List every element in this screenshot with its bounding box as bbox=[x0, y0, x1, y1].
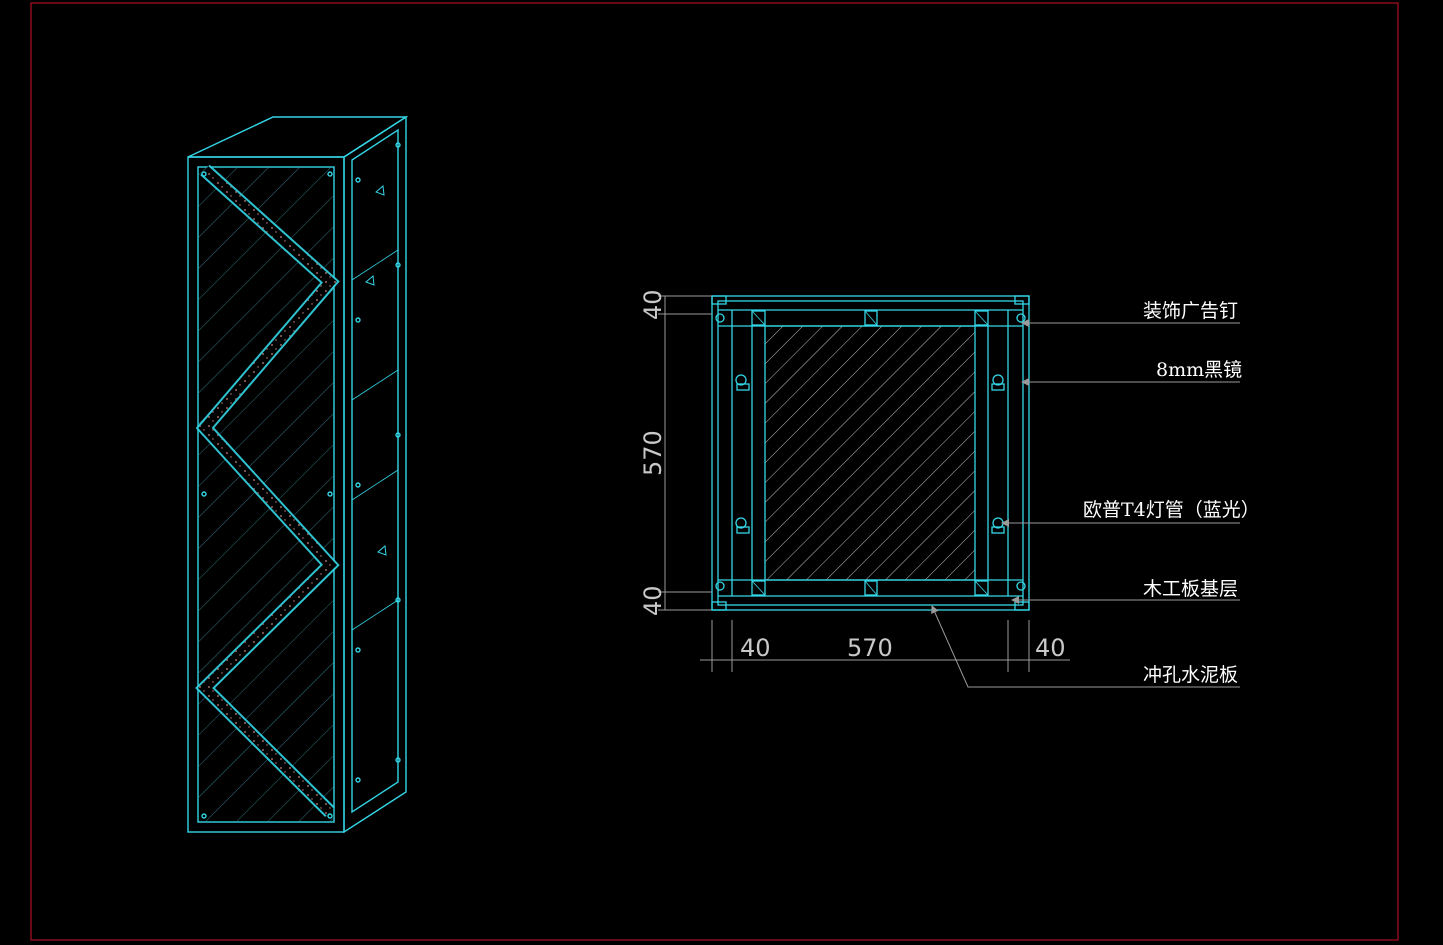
label-black-mirror: 8mm黑镜 bbox=[1156, 359, 1242, 381]
dim-top-40: 40 bbox=[639, 289, 667, 320]
drawing-border bbox=[30, 2, 1399, 941]
vertical-dimensions bbox=[658, 295, 712, 611]
dim-center-570: 570 bbox=[847, 634, 893, 662]
column-isometric-view bbox=[187, 115, 409, 834]
label-decorative-nail: 装饰广告钉 bbox=[1143, 300, 1238, 322]
dim-right-40: 40 bbox=[1035, 634, 1066, 662]
leader-lines bbox=[931, 319, 1240, 688]
label-perforated-cement: 冲孔水泥板 bbox=[1143, 664, 1238, 686]
label-wood-base: 木工板基层 bbox=[1143, 578, 1238, 600]
dim-bottom-40: 40 bbox=[639, 585, 667, 616]
column-plan-section bbox=[711, 295, 1030, 611]
horizontal-dimensions bbox=[700, 620, 1070, 672]
dim-middle-570: 570 bbox=[639, 430, 667, 476]
dim-left-40: 40 bbox=[740, 634, 771, 662]
label-t4-tube: 欧普T4灯管（蓝光） bbox=[1083, 499, 1260, 521]
